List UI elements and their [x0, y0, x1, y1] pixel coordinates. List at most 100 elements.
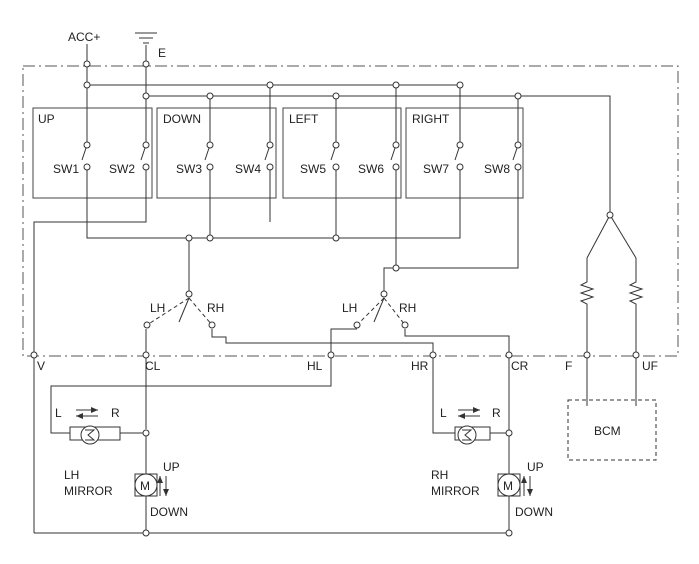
lh-mirror-l-label: L	[55, 406, 62, 420]
junction-dot	[401, 321, 409, 329]
rh-mirror-down-label: DOWN	[515, 505, 553, 519]
lh-mirror-title-line1: LH	[64, 468, 79, 482]
terminal-hr: HR	[411, 359, 429, 373]
switch-group-right: RIGHT SW7 SW8	[405, 107, 524, 199]
rh-mirror-assembly: L R M UP DOWN RH MIRROR	[431, 406, 553, 533]
rh-mirror-title-line2: MIRROR	[431, 484, 480, 498]
switch-label: SW4	[235, 162, 261, 176]
switch-assembly-outline	[22, 65, 679, 357]
junction-dot	[632, 351, 640, 359]
junction-dot	[206, 234, 214, 242]
switch-group-up: UP SW1 SW2	[32, 107, 153, 199]
connector-terminals: V CL HL HR CR F UF	[37, 359, 658, 373]
rh-mirror-r-label: R	[492, 406, 501, 420]
switch-label: SW7	[423, 162, 449, 176]
junction-dot	[456, 141, 464, 149]
bus-lines	[86, 84, 611, 215]
junction-dot	[505, 529, 513, 537]
bcm-label: BCM	[594, 424, 621, 438]
switch-group-title: RIGHT	[412, 112, 450, 126]
switch-group-left: LEFT SW5 SW6	[282, 107, 402, 199]
junction-dot	[429, 351, 437, 359]
junction-dot	[206, 141, 214, 149]
junction-dot	[505, 351, 513, 359]
switch-label: SW1	[53, 162, 79, 176]
junction-dot	[83, 141, 91, 149]
junction-dot	[392, 141, 400, 149]
power-feeds: ACC+ E	[68, 30, 166, 96]
junction-dots	[30, 60, 640, 537]
terminal-cl: CL	[145, 359, 161, 373]
junction-dot	[392, 81, 400, 89]
junction-dot	[208, 321, 216, 329]
junction-dot	[606, 211, 614, 219]
junction-dot	[514, 141, 522, 149]
junction-dot	[142, 92, 150, 100]
rh-motor-symbol: M	[503, 479, 513, 493]
junction-dot	[83, 81, 91, 89]
junction-dot	[83, 60, 91, 68]
switch-group-title: UP	[38, 112, 55, 126]
selector-switch-right: LH RH	[50, 297, 510, 444]
terminal-hl: HL	[307, 359, 323, 373]
junction-dot	[266, 141, 274, 149]
junction-dot	[456, 81, 464, 89]
junction-dot	[392, 163, 400, 171]
junction-dot	[185, 290, 193, 298]
junction-dot	[456, 163, 464, 171]
switch-group-title: DOWN	[163, 112, 201, 126]
junction-dot	[332, 234, 340, 242]
lh-mirror-title-line2: MIRROR	[64, 484, 113, 498]
junction-dot	[143, 321, 151, 329]
ground-symbol	[135, 32, 157, 96]
junction-dot	[380, 290, 388, 298]
terminal-v: V	[37, 359, 45, 373]
acc-label: ACC+	[68, 30, 100, 44]
junction-dot	[206, 92, 214, 100]
selector-lh-label: LH	[342, 301, 357, 315]
junction-dot	[83, 163, 91, 171]
junction-dot	[30, 351, 38, 359]
ground-label: E	[158, 46, 166, 60]
lh-mirror-assembly: L R M UP DOWN LH MIRROR	[55, 406, 188, 533]
junction-dot	[185, 234, 193, 242]
selector-rh-label: RH	[207, 301, 224, 315]
junction-dot	[332, 163, 340, 171]
junction-dot	[142, 163, 150, 171]
switch-label: SW5	[300, 162, 326, 176]
junction-dot	[142, 529, 150, 537]
switch-label: SW2	[109, 162, 135, 176]
switch-label: SW8	[484, 162, 510, 176]
terminal-uf: UF	[642, 359, 658, 373]
rh-mirror-title-line1: RH	[431, 468, 448, 482]
junction-dot	[327, 351, 335, 359]
junction-dot	[266, 81, 274, 89]
switch-group-down: DOWN SW3 SW4	[156, 107, 277, 199]
junction-dot	[505, 429, 513, 437]
switch-output-wires	[33, 167, 519, 533]
rh-mirror-up-label: UP	[527, 460, 544, 474]
junction-dot	[353, 321, 361, 329]
junction-dot	[392, 264, 400, 272]
lh-mirror-r-label: R	[111, 406, 120, 420]
bcm-feedback-network: BCM	[567, 214, 657, 461]
junction-dot	[142, 429, 150, 437]
lh-mirror-up-label: UP	[163, 460, 180, 474]
junction-dot	[142, 351, 150, 359]
selector-switch-left: LH RH	[145, 297, 434, 429]
selector-rh-label: RH	[399, 301, 416, 315]
switch-group-title: LEFT	[289, 112, 319, 126]
lh-mirror-down-label: DOWN	[150, 505, 188, 519]
lh-motor-symbol: M	[140, 479, 150, 493]
switch-label: SW3	[176, 162, 202, 176]
junction-dot	[332, 141, 340, 149]
terminal-f: F	[565, 359, 572, 373]
switch-label: SW6	[358, 162, 384, 176]
junction-dot	[142, 60, 150, 68]
junction-dot	[332, 92, 340, 100]
junction-dot	[266, 163, 274, 171]
junction-dot	[583, 351, 591, 359]
rh-mirror-l-label: L	[440, 406, 447, 420]
junction-dot	[514, 92, 522, 100]
